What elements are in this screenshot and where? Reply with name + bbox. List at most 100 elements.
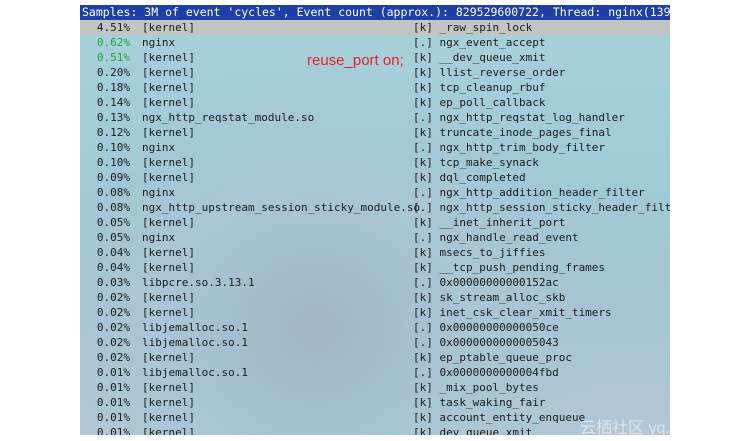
table-row[interactable]: 0.12%[kernel][k] truncate_inode_pages_fi… (80, 125, 670, 140)
table-row[interactable]: 0.02%[kernel][k] sk_stream_alloc_skb (80, 290, 670, 305)
symbol-name: [.] 0x00000000000050ce (413, 321, 559, 334)
symbol-name: [k] task_waking_fair (413, 396, 546, 409)
overhead-percent: 0.01% (96, 396, 130, 409)
symbol-name: [.] 0x0000000000004fbd (413, 366, 559, 379)
table-row[interactable]: 0.62% nginx [.] ngx_event_accept (80, 35, 670, 50)
shared-object: [kernel] (142, 156, 195, 169)
shared-object: [kernel] (142, 246, 195, 259)
shared-object: [kernel] (142, 411, 195, 424)
overhead-percent: 0.03% (96, 276, 130, 289)
symbol-name: [.] 0x00000000000152ac (413, 276, 559, 289)
shared-object: libjemalloc.so.1 (142, 321, 248, 334)
table-row[interactable]: 0.09%[kernel][k] dql_completed (80, 170, 670, 185)
overhead-percent: 0.20% (96, 66, 130, 79)
shared-object: libjemalloc.so.1 (142, 336, 248, 349)
symbol-name: [.] ngx_http_addition_header_filter (413, 186, 645, 199)
overhead-percent: 0.10% (96, 141, 130, 154)
table-row[interactable]: 0.02% libjemalloc.so.1 [.] 0x0000000000005… (80, 320, 670, 335)
symbol-name: [.] ngx_http_reqstat_log_handler (413, 111, 625, 124)
symbol-name: [.] ngx_event_accept (413, 36, 546, 49)
overhead-percent: 0.01% (96, 366, 130, 379)
symbol-name: [k] tcp_cleanup_rbuf (413, 81, 546, 94)
shared-object: ngx_http_upstream_session_sticky_module.… (142, 201, 421, 214)
symbol-name: [k] truncate_inode_pages_final (413, 126, 612, 139)
shared-object: [kernel] (142, 216, 195, 229)
overhead-percent: 0.08% (96, 186, 130, 199)
shared-object: [kernel] (142, 21, 195, 34)
symbol-name: [k] llist_reverse_order (413, 66, 566, 79)
table-row[interactable]: 0.13% ngx_http_reqstat_module.so [.] ngx_h… (80, 110, 670, 125)
overhead-percent: 0.13% (96, 111, 130, 124)
symbol-name: [k] __dev_queue_xmit (413, 51, 546, 64)
table-row[interactable]: 0.08%ngx_http_upstream_session_sticky_mo… (80, 200, 670, 215)
symbol-name: [k] msecs_to_jiffies (413, 246, 546, 259)
table-row[interactable]: 0.08%nginx[.] ngx_http_addition_header_f… (80, 185, 670, 200)
overhead-percent: 0.04% (96, 246, 130, 259)
symbol-name: [k] _mix_pool_bytes (413, 381, 539, 394)
symbol-name: [k] __inet_inherit_port (413, 216, 566, 229)
symbol-name: [k] __tcp_push_pending_frames (413, 261, 606, 274)
overhead-percent: 0.10% (96, 156, 130, 169)
shared-object: [kernel] (142, 351, 195, 364)
overhead-percent: 4.51% (96, 21, 130, 34)
shared-object: libjemalloc.so.1 (142, 366, 248, 379)
shared-object: [kernel] (142, 51, 195, 64)
table-row[interactable]: 0.20% [kernel] [k] llist_reverse_order (80, 65, 670, 80)
table-row[interactable]: 0.02%libjemalloc.so.1[.] 0x0000000000005… (80, 335, 670, 350)
shared-object: nginx (142, 231, 176, 244)
shared-object: nginx (142, 36, 176, 49)
table-row[interactable]: 0.01% [kernel] [k] dev_queue_xmit (80, 425, 670, 435)
overhead-percent: 0.51% (96, 51, 130, 64)
symbol-list[interactable]: 4.51% [kernel] [k] _raw_spin_lock 0.62% ngin… (80, 20, 670, 435)
overhead-percent: 0.02% (96, 321, 130, 334)
shared-object: nginx (142, 141, 176, 154)
symbol-name: [k] dql_completed (413, 171, 526, 184)
table-row[interactable]: 0.51% [kernel] [k] __dev_queue_xmit (80, 50, 670, 65)
table-row[interactable]: 0.04% [kernel] [k] msecs_to_jiffies (80, 245, 670, 260)
table-row[interactable]: 0.02% [kernel] [k] ep_ptable_queue_proc (80, 350, 670, 365)
overhead-percent: 0.01% (96, 411, 130, 424)
overhead-percent: 0.01% (96, 381, 130, 394)
table-row[interactable]: 0.05% [kernel] [k] __inet_inherit_port (80, 215, 670, 230)
symbol-name: [.] ngx_handle_read_event (413, 231, 579, 244)
symbol-name: [k] ep_ptable_queue_proc (413, 351, 572, 364)
table-row[interactable]: 0.05% nginx [.] ngx_handle_read_event (80, 230, 670, 245)
shared-object: ngx_http_reqstat_module.so (142, 111, 315, 124)
table-row[interactable]: 0.10%[kernel][k] tcp_make_synack (80, 155, 670, 170)
table-row[interactable]: 0.04% [kernel] [k] __tcp_push_pending_fram… (80, 260, 670, 275)
overhead-percent: 0.01% (96, 426, 130, 435)
symbol-name: [k] dev_queue_xmit (413, 426, 533, 435)
table-row[interactable]: 0.18% [kernel] [k] tcp_cleanup_rbuf (80, 80, 670, 95)
table-row[interactable]: 0.01%[kernel][k] task_waking_fair (80, 395, 670, 410)
table-row[interactable]: 0.02%[kernel][k] inet_csk_clear_xmit_tim… (80, 305, 670, 320)
table-row[interactable]: 0.01%[kernel][k] account_entity_enqueue (80, 410, 670, 425)
table-row[interactable]: 0.10% nginx [.] ngx_http_trim_body_filter (80, 140, 670, 155)
samples-header: Samples: 3M of event 'cycles', Event cou… (80, 5, 670, 20)
table-row[interactable]: 0.01%[kernel][k] _mix_pool_bytes (80, 380, 670, 395)
overhead-percent: 0.04% (96, 261, 130, 274)
shared-object: [kernel] (142, 426, 195, 435)
overhead-percent: 0.02% (96, 336, 130, 349)
shared-object: [kernel] (142, 261, 195, 274)
overhead-percent: 0.02% (96, 351, 130, 364)
symbol-name: [k] inet_csk_clear_xmit_timers (413, 306, 612, 319)
overhead-percent: 0.14% (96, 96, 130, 109)
overhead-percent: 0.02% (96, 306, 130, 319)
overhead-percent: 0.05% (96, 231, 130, 244)
shared-object: [kernel] (142, 126, 195, 139)
symbol-name: [k] _raw_spin_lock (413, 21, 533, 34)
shared-object: libpcre.so.3.13.1 (142, 276, 255, 289)
overhead-percent: 0.05% (96, 216, 130, 229)
table-row[interactable]: 0.01% libjemalloc.so.1 [.] 0x0000000000004… (80, 365, 670, 380)
shared-object: [kernel] (142, 66, 195, 79)
shared-object: [kernel] (142, 81, 195, 94)
shared-object: [kernel] (142, 171, 195, 184)
symbol-name: [.] ngx_http_session_sticky_header_filte… (413, 201, 670, 214)
table-row[interactable]: 0.03% libpcre.so.3.13.1 [.] 0x000000000001… (80, 275, 670, 290)
overhead-percent: 0.62% (96, 36, 130, 49)
table-row[interactable]: 0.14%[kernel][k] ep_poll_callback (80, 95, 670, 110)
table-row[interactable]: 4.51% [kernel] [k] _raw_spin_lock (80, 20, 670, 35)
symbol-name: [.] ngx_http_trim_body_filter (413, 141, 606, 154)
overhead-percent: 0.18% (96, 81, 130, 94)
watermark: 云栖社区 yq.aliyun.com (580, 420, 740, 437)
